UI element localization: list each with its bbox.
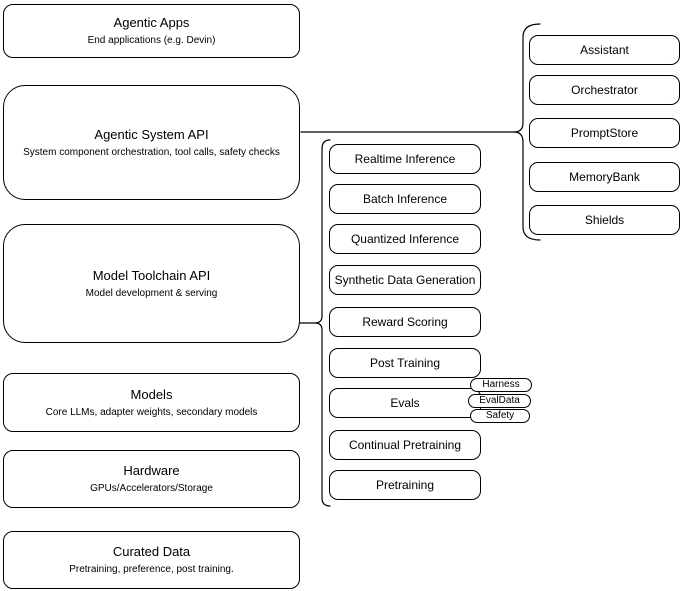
tag-label: Harness: [482, 379, 520, 390]
tag-evaldata: EvalData: [468, 394, 531, 408]
node-batch-inference: Batch Inference: [329, 184, 481, 214]
tag-label: EvalData: [479, 395, 520, 406]
system-bracket: [513, 23, 541, 241]
node-synthetic-data-generation: Synthetic Data Generation: [329, 265, 481, 295]
node-memorybank: MemoryBank: [529, 162, 680, 192]
node-subtitle: Core LLMs, adapter weights, secondary mo…: [45, 406, 258, 418]
node-subtitle: System component orchestration, tool cal…: [23, 146, 280, 158]
node-label: Assistant: [580, 43, 629, 57]
node-reward-scoring: Reward Scoring: [329, 307, 481, 337]
node-label: Realtime Inference: [354, 152, 456, 166]
node-curated-data: Curated Data Pretraining, preference, po…: [3, 531, 300, 589]
node-label: Pretraining: [375, 478, 435, 492]
node-realtime-inference: Realtime Inference: [329, 144, 481, 174]
node-hardware: Hardware GPUs/Accelerators/Storage: [3, 450, 300, 508]
node-label: Quantized Inference: [350, 232, 460, 246]
node-label: Synthetic Data Generation: [334, 273, 476, 287]
tag-harness: Harness: [470, 378, 532, 392]
node-label: Shields: [584, 213, 625, 227]
node-title: Hardware: [123, 463, 180, 478]
node-label: Evals: [390, 396, 420, 410]
node-promptstore: PromptStore: [529, 118, 680, 148]
node-models: Models Core LLMs, adapter weights, secon…: [3, 373, 300, 432]
node-agentic-system-api: Agentic System API System component orch…: [3, 85, 300, 200]
node-model-toolchain-api: Model Toolchain API Model development & …: [3, 224, 300, 343]
node-title: Agentic System API: [94, 126, 209, 142]
node-pretraining: Pretraining: [329, 470, 481, 500]
node-subtitle: Pretraining, preference, post training.: [69, 564, 234, 575]
node-label: Post Training: [369, 356, 441, 370]
node-title: Agentic Apps: [113, 15, 190, 30]
toolchain-bracket: [314, 139, 331, 507]
tag-label: Safety: [485, 410, 515, 421]
node-title: Model Toolchain API: [92, 267, 211, 283]
node-label: Continual Pretraining: [348, 438, 462, 452]
node-orchestrator: Orchestrator: [529, 75, 680, 105]
node-label: Batch Inference: [362, 192, 448, 206]
node-subtitle: End applications (e.g. Devin): [87, 35, 216, 46]
node-subtitle: GPUs/Accelerators/Storage: [90, 483, 213, 494]
node-continual-pretraining: Continual Pretraining: [329, 430, 481, 460]
node-label: Reward Scoring: [362, 315, 448, 329]
node-evals: Evals: [329, 388, 481, 418]
node-title: Models: [130, 386, 173, 402]
node-title: Curated Data: [112, 544, 191, 559]
node-assistant: Assistant: [529, 35, 680, 65]
node-label: PromptStore: [570, 126, 639, 140]
node-label: Orchestrator: [571, 83, 638, 97]
node-quantized-inference: Quantized Inference: [329, 224, 481, 254]
node-agentic-apps: Agentic Apps End applications (e.g. Devi…: [3, 4, 300, 58]
node-subtitle: Model development & serving: [85, 287, 218, 299]
node-label: MemoryBank: [569, 170, 640, 184]
node-shields: Shields: [529, 205, 680, 235]
tag-safety: Safety: [470, 409, 530, 423]
node-post-training: Post Training: [329, 348, 481, 378]
